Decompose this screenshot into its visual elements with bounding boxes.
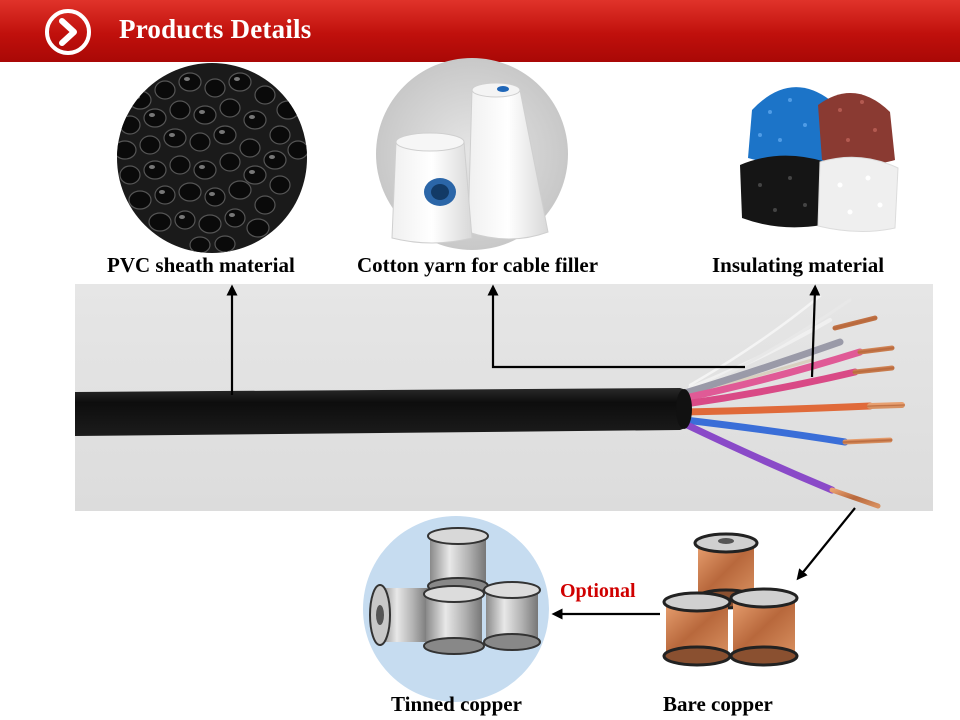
tinned-copper-label: Tinned copper [391, 692, 522, 716]
insulating-material-label: Insulating material [712, 253, 885, 277]
cotton-yarn-image [376, 58, 568, 250]
bare-copper-image [662, 532, 799, 667]
optional-label: Optional [560, 580, 636, 602]
cable-sheath [75, 388, 690, 436]
bare-copper-arrow [796, 507, 856, 581]
bare-copper-label: Bare copper [663, 692, 773, 716]
tinned-copper-image [363, 516, 549, 702]
insulating-material-image [740, 87, 899, 233]
page-title: Products Details [119, 14, 312, 44]
cable-cores [681, 294, 905, 509]
cotton-yarn-label: Cotton yarn for cable filler [357, 253, 599, 277]
annotation-arrows [226, 284, 856, 620]
header-bar: Products Details [0, 0, 960, 62]
cotton-arrow [487, 284, 745, 369]
insulating-arrow [809, 284, 821, 378]
pvc-pellets-image [117, 63, 307, 253]
chevron-right-circle-icon [45, 9, 91, 55]
pvc-sheath-label: PVC sheath material [107, 253, 295, 277]
cable-end [676, 389, 692, 429]
